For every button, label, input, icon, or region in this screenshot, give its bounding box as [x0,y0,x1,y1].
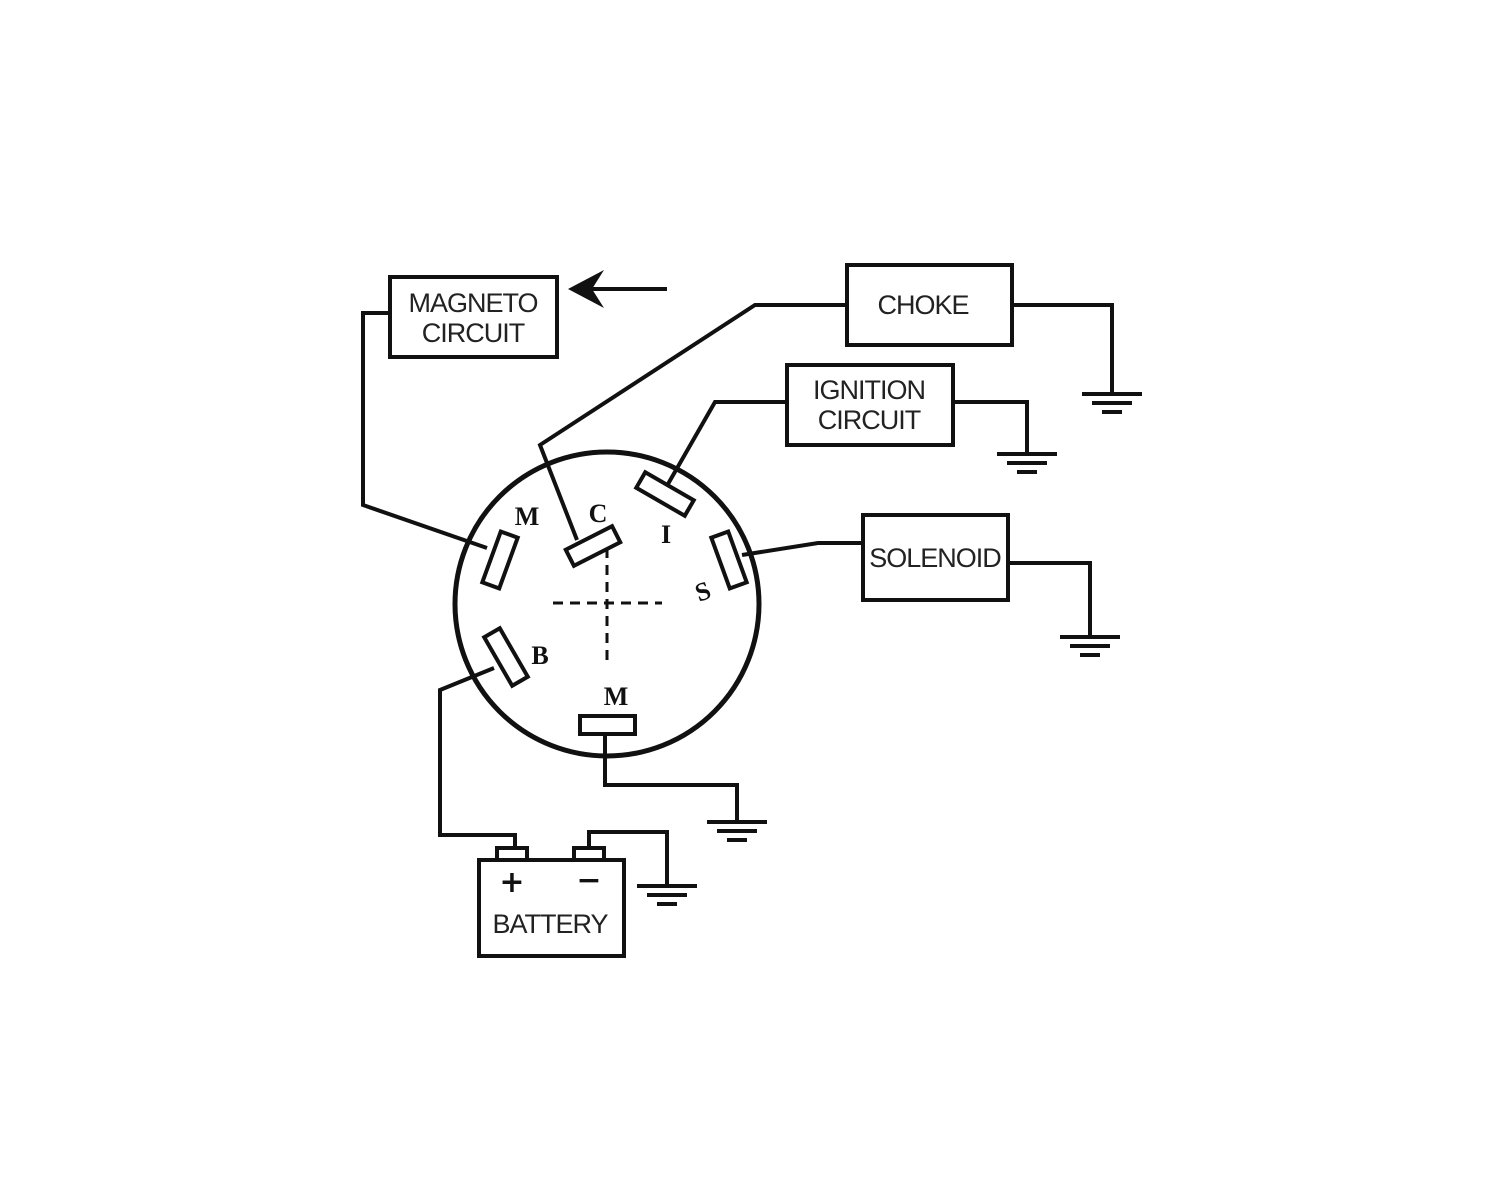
ground-icon [705,820,769,842]
wire-solenoid [741,541,863,557]
magneto-label-line2: CIRCUIT [422,318,525,348]
choke-box: CHOKE [845,263,1014,347]
terminal-label-s: S [691,575,715,607]
battery: + − BATTERY [477,846,626,958]
ground-icon [1058,635,1122,657]
ground-icon [635,884,699,906]
terminal-c [563,523,623,569]
ignition-switch-body [452,449,762,759]
magneto-circuit-box: MAGNETO CIRCUIT [388,275,559,359]
wire-m-ground [603,734,739,820]
solenoid-box: SOLENOID [861,513,1010,602]
terminal-m-bottom [578,714,637,736]
wire-battery-positive [438,666,517,850]
ignition-circuit-box: IGNITION CIRCUIT [785,363,955,447]
terminal-label-c: C [589,499,608,528]
wire-magneto [361,311,488,550]
battery-label: BATTERY [492,909,608,939]
ignition-label-line2: CIRCUIT [818,405,921,435]
switch-center-crosshair [553,548,662,662]
solenoid-label: SOLENOID [869,543,1001,573]
magneto-label-line1: MAGNETO [408,288,537,318]
terminal-m-top [479,528,521,592]
wire-choke-ground [1012,303,1114,392]
choke-label: CHOKE [877,290,968,320]
terminal-b [481,625,531,689]
wire-ignition-ground [953,400,1029,452]
wire-solenoid-ground [1008,561,1092,635]
terminal-s [708,528,750,592]
ground-icon [995,452,1059,474]
terminal-label-i: I [661,520,671,549]
wire-ignition [666,400,787,485]
ignition-label-line1: IGNITION [813,375,925,405]
terminal-label-b: B [531,641,548,670]
arrow-icon [568,270,667,308]
ground-icon [1080,392,1144,414]
terminal-label-m-top: M [515,502,540,531]
terminal-i [633,469,697,519]
battery-plus-sign: + [499,865,524,900]
terminal-label-m-bottom: M [604,682,629,711]
wire-battery-negative [587,830,669,884]
battery-minus-sign: − [576,863,601,898]
wire-choke [537,303,847,541]
